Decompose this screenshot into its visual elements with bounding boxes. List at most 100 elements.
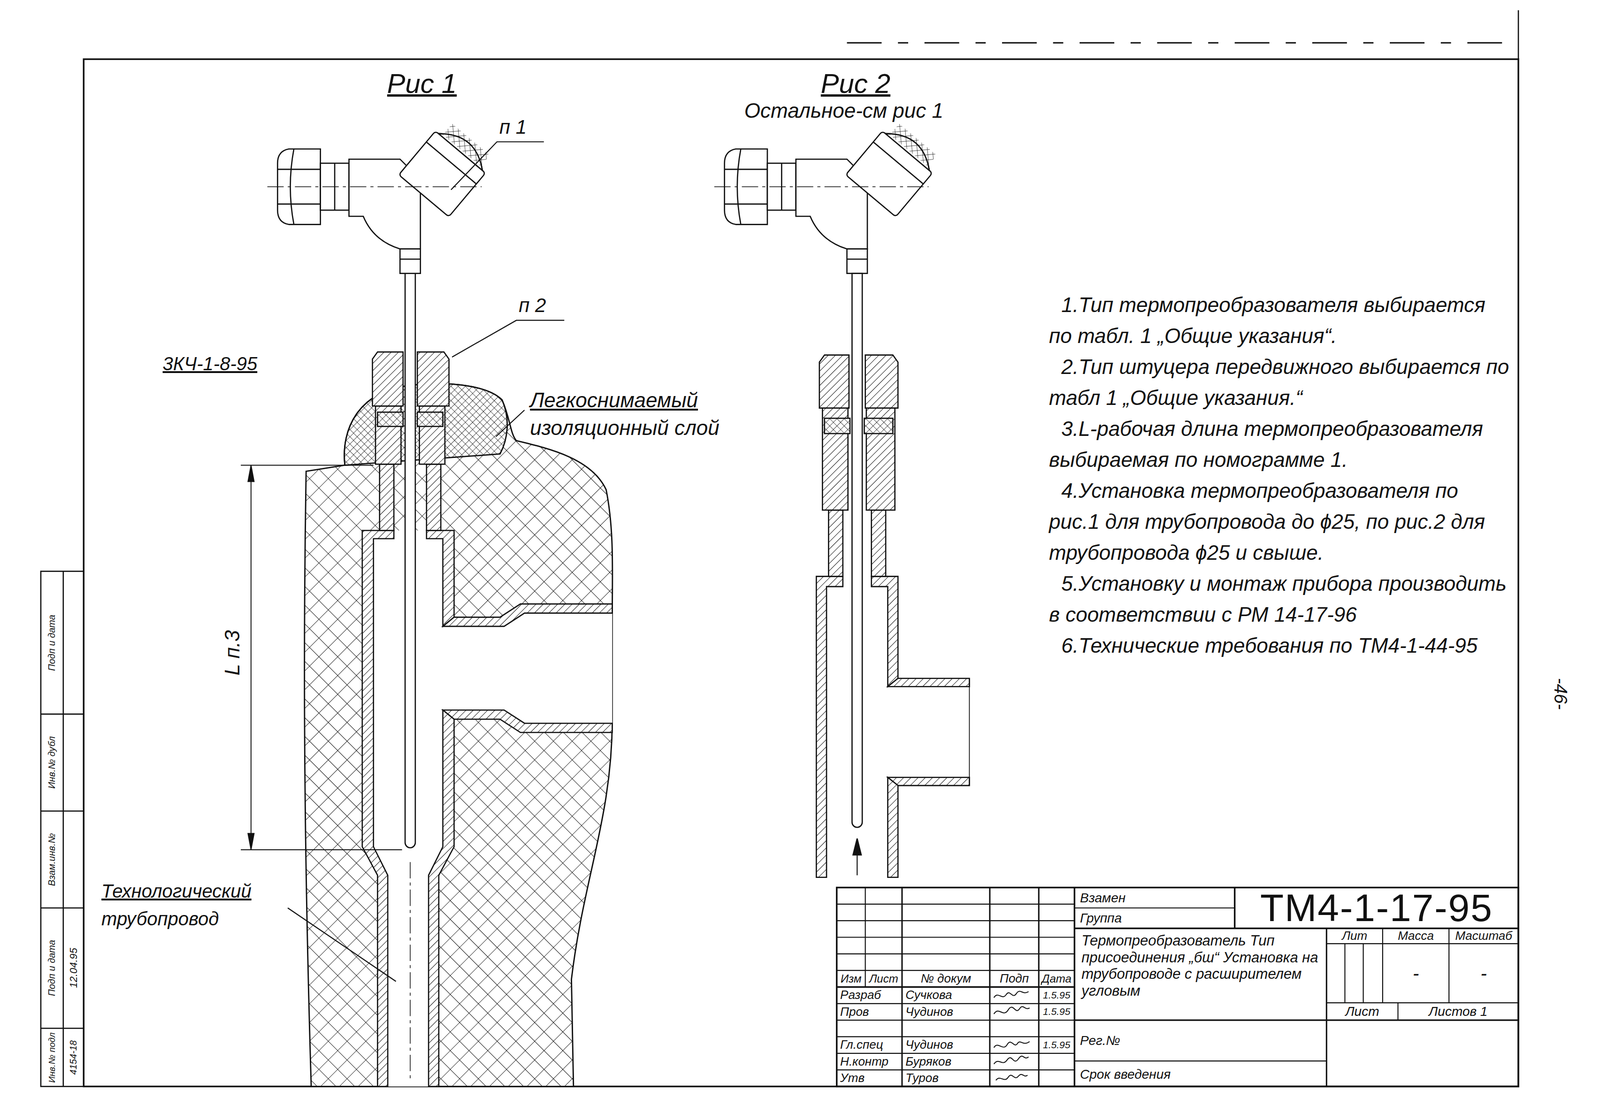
note-text: 5.Установку и монтаж прибора производить… <box>1048 568 1513 631</box>
movable-fitting <box>417 412 443 427</box>
tee-pipe-fig2 <box>816 273 970 878</box>
tee-pipe-fig2 <box>856 853 858 876</box>
title-block-cell: Подп <box>989 970 1039 988</box>
title-block-cell: Буряков <box>903 1053 990 1071</box>
archive-strip-cell: Инв.№ подл <box>40 1028 64 1088</box>
sheet-frame <box>1517 10 1520 60</box>
title-block-cell: № докум <box>902 970 990 988</box>
title-block-grid <box>1397 1002 1399 1021</box>
archive-strip <box>62 571 64 1088</box>
note-text: 1.Тип термопреобразователя выбирается по… <box>1048 289 1513 352</box>
title-block-grid <box>1074 907 1235 909</box>
title-block-cell: Листов 1 <box>1398 1002 1519 1021</box>
movable-fitting <box>372 352 404 406</box>
tee-pipe-fig2 <box>816 576 843 878</box>
dimension-label: L п.3 <box>220 610 245 697</box>
dimension-l <box>240 849 403 851</box>
title-block-cell: Масштаб <box>1448 928 1519 944</box>
tee-pipe-fig2 <box>824 418 850 434</box>
thermocouple-head <box>277 203 321 206</box>
archive-strip-cell: 4154-18 <box>63 1028 84 1087</box>
thermocouple-head <box>277 168 321 171</box>
title-block-cell: Срок введения <box>1078 1064 1324 1085</box>
tee-pipe-fig2 <box>816 576 970 878</box>
tee-pipe <box>409 862 411 1082</box>
title-block-cell: - <box>1382 943 1449 1003</box>
dimension-l <box>240 464 374 466</box>
dimension-l <box>240 465 403 850</box>
tee-pipe <box>428 710 454 1087</box>
leader-lines <box>287 141 565 982</box>
title-block-cell: Термопреобразователь Тип присоединения „… <box>1079 931 1323 1019</box>
tee-pipe <box>443 604 613 627</box>
thermocouple-head <box>267 118 497 274</box>
title-block-grid <box>836 1003 1075 1005</box>
title-block-grid <box>1326 1002 1519 1004</box>
title-block-cell: Чудинов <box>903 1003 990 1021</box>
callout-number: п 2 <box>517 292 565 319</box>
title-block-cell: Масса <box>1382 928 1449 944</box>
title-block-cell: Гл.спец <box>838 1036 903 1054</box>
movable-fitting <box>377 412 403 427</box>
title-block-cell: Пров <box>838 1003 903 1021</box>
part-name: Технологический <box>99 878 282 904</box>
signatures <box>994 1056 1029 1065</box>
figure-title: Рис 2 <box>819 67 906 100</box>
title-block-grid <box>836 986 1075 988</box>
title-block-grid <box>836 1053 1075 1055</box>
title-block-grid <box>1233 887 1236 929</box>
title-block-grid <box>1362 943 1364 1003</box>
title-block-cell: Группа <box>1078 908 1232 929</box>
title-block-cell: Лит <box>1326 928 1383 944</box>
tee-pipe <box>443 710 613 733</box>
title-block-cell: Дата <box>1038 970 1075 988</box>
tee-pipe-fig2 <box>853 838 862 856</box>
thermocouple-head <box>443 123 490 167</box>
signatures <box>995 1074 1028 1081</box>
title-block-cell: Туров <box>903 1070 990 1087</box>
archive-strip-cell: Подп и дата <box>40 908 64 1029</box>
title-block-grid <box>1344 943 1346 1003</box>
title-block-grid <box>1326 943 1519 945</box>
figure-note: Остальное-см рис 1 <box>742 98 984 124</box>
title-block-cell: Лист <box>1326 1002 1398 1021</box>
leader-lines <box>287 908 396 982</box>
title-block-grid <box>1074 1060 1327 1062</box>
sheet-frame <box>83 59 1519 1087</box>
drawing-number: ТМ4-1-17-95 <box>1236 887 1517 929</box>
tee-pipe-fig2 <box>871 576 899 687</box>
title-block-cell: 1.5.95 <box>1038 1036 1075 1054</box>
insulation-layer <box>304 383 613 1088</box>
title-block-cell: 1.5.95 <box>1038 987 1075 1004</box>
archive-strip <box>40 713 84 716</box>
title-block-grid <box>836 1036 1075 1038</box>
title-block-cell: Н.контр <box>838 1053 903 1071</box>
figure-title: Рис 1 <box>385 67 472 100</box>
title-block-grid <box>836 887 1519 1087</box>
thermocouple-head <box>290 148 295 225</box>
signatures <box>994 991 1030 1081</box>
thermocouple-head <box>267 186 483 188</box>
title-block-grid <box>836 953 1075 955</box>
tee-pipe-fig2 <box>851 273 863 828</box>
tee-pipe-fig2 <box>887 678 970 687</box>
tee-pipe-fig2 <box>887 777 898 878</box>
archive-strip-cell: 12.04.95 <box>63 908 84 1029</box>
archive-strip <box>40 810 84 812</box>
tee-pipe-fig2 <box>828 510 843 577</box>
tee-pipe-fig2 <box>871 510 886 577</box>
thermocouple-head <box>426 142 477 184</box>
archive-strip <box>40 571 84 1088</box>
thermocouple-head <box>438 124 491 171</box>
tee-pipe <box>362 530 613 1088</box>
probe-rod <box>405 273 416 849</box>
signatures <box>994 1006 1030 1015</box>
movable-fitting <box>426 464 441 531</box>
thermocouple-head <box>398 118 497 217</box>
tee-pipe-fig2 <box>819 355 850 409</box>
tee-pipe <box>362 530 613 1088</box>
sheet-frame <box>83 10 1519 1088</box>
